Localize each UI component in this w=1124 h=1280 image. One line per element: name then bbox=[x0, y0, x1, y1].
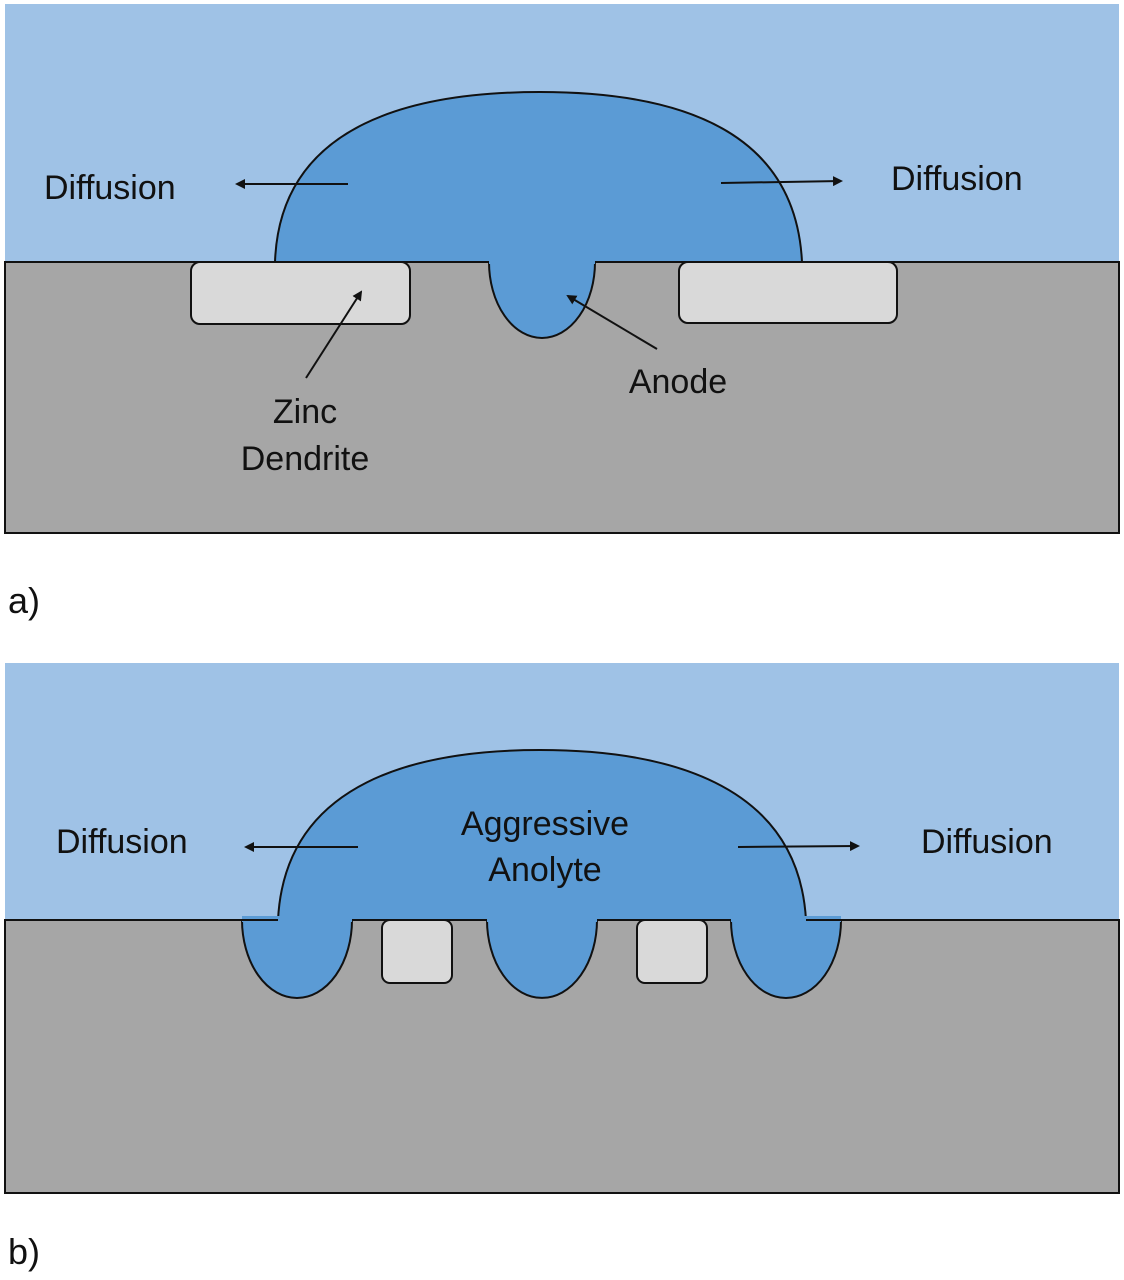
diffusion-arrow-right-a bbox=[720, 176, 843, 187]
zinc-dendrite-right-b bbox=[636, 919, 708, 984]
diffusion-label-left-b: Diffusion bbox=[56, 823, 188, 861]
anolyte-droplet-b bbox=[276, 748, 808, 921]
pit-right-b bbox=[730, 916, 842, 999]
anode-label: Anode bbox=[629, 363, 727, 401]
aggressive-anolyte-label-line1: Aggressive bbox=[461, 805, 629, 843]
diffusion-label-right-b: Diffusion bbox=[921, 823, 1053, 861]
diffusion-arrow-right-b bbox=[737, 841, 860, 852]
aggressive-anolyte-label-line2: Anolyte bbox=[488, 851, 601, 889]
diffusion-label-left-a: Diffusion bbox=[44, 169, 176, 207]
zinc-dendrite-left-b bbox=[381, 919, 453, 984]
pit-center-b bbox=[486, 916, 598, 999]
panel-a: Diffusion Diffusion Zinc Dendrite Anode … bbox=[4, 4, 1120, 621]
pit-left-b bbox=[241, 916, 353, 999]
zinc-dendrite-label-line1: Zinc bbox=[273, 393, 337, 431]
zinc-dendrite-left-a bbox=[190, 261, 411, 325]
anode-arrow bbox=[566, 294, 658, 350]
panel-a-tag: a) bbox=[8, 580, 40, 621]
panel-b: Diffusion Diffusion Aggressive Anolyte b… bbox=[4, 663, 1120, 1272]
zinc-dendrite-arrow bbox=[305, 290, 363, 379]
anode-pit-a bbox=[489, 262, 595, 338]
diffusion-label-right-a: Diffusion bbox=[891, 160, 1023, 198]
zinc-dendrite-label-line2: Dendrite bbox=[241, 440, 370, 478]
zinc-dendrite-right-a bbox=[678, 261, 898, 324]
anolyte-droplet-a bbox=[273, 90, 804, 263]
panel-b-tag: b) bbox=[8, 1231, 40, 1272]
